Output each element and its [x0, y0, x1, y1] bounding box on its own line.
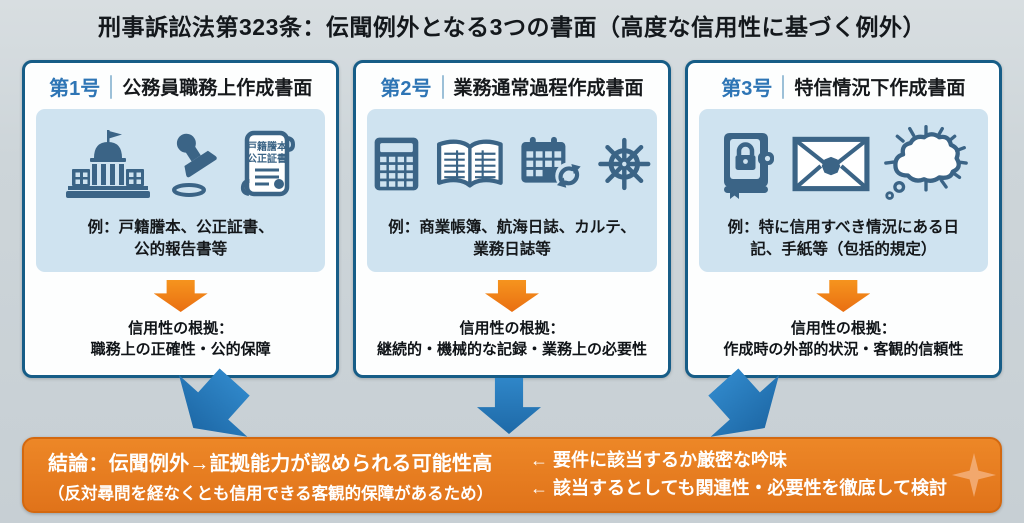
calculator-icon	[374, 137, 419, 191]
card-clause-2: 第2号 業務通常過程作成書面	[353, 60, 671, 378]
page-title: 刑事訴訟法第323条：伝聞例外となる3つの書面（高度な信用性に基づく例外）	[98, 14, 926, 40]
card-2-header: 第2号 業務通常過程作成書面	[356, 63, 667, 107]
card-1-icon-row: 戸籍謄本 公正証書	[40, 115, 321, 213]
clause-3-title: 特信情況下作成書面	[794, 78, 966, 99]
government-building-icon	[65, 130, 150, 198]
card-3-icon-row	[703, 115, 984, 213]
conclusion-right: ← 要件に該当するか厳密な吟味 ← 該当するとしても関連性・必要性を徹底して検討	[530, 447, 976, 503]
ledger-book-icon	[437, 139, 504, 188]
flow-arrow-down-icon	[477, 378, 541, 434]
conclusion-band: 結論：伝聞例外→証拠能力が認められる可能性高 （反対尋問を経なくとも信用できる客…	[22, 437, 1002, 513]
card-3-header: 第3号 特信情況下作成書面	[688, 63, 999, 107]
conclusion-sub-text: （反対尋問を経なくとも信用できる客観的保障があるため）	[48, 484, 494, 503]
cards-row: 第1号 公務員職務上作成書面	[22, 60, 1002, 378]
card-clause-3: 第3号 特信情況下作成書面	[684, 60, 1002, 378]
sealed-letter-icon	[792, 136, 870, 192]
clause-1-title: 公務員職務上作成書面	[122, 78, 313, 99]
caveat-line-2: ← 該当するとしても関連性・必要性を徹底して検討	[530, 478, 948, 498]
card-1-example-text: 例：戸籍謄本、公正証書、 公的報告書等	[87, 219, 274, 259]
header-divider	[782, 74, 785, 99]
card-3-example-panel: 例：特に信用すべき情況にある日 記、手紙等（包括的規定）	[698, 109, 988, 272]
clause-1-number: 第1号	[49, 78, 101, 100]
card-2-example-panel: 例：商業帳簿、航海日誌、カルテ、 業務日誌等	[367, 109, 657, 272]
down-arrow-orange-icon	[816, 279, 871, 312]
card-3-example-text: 例：特に信用すべき情況にある日 記、手紙等（包括的規定）	[727, 219, 960, 259]
card-1-header: 第1号 公務員職務上作成書面	[25, 63, 336, 107]
card-2-example-text: 例：商業帳簿、航海日誌、カルテ、 業務日誌等	[388, 219, 636, 259]
stamp-icon	[171, 133, 217, 197]
card-3-basis-text: 信用性の根拠： 作成時の外部的状況・客観的信頼性	[723, 319, 964, 358]
scroll-text-line2: 公正証書	[247, 152, 287, 165]
card-2-basis-text: 信用性の根拠： 継続的・機械的な記録・業務上の必要性	[376, 319, 647, 358]
conclusion-main-text: 結論：伝聞例外→証拠能力が認められる可能性高	[48, 452, 493, 475]
header-divider	[441, 74, 444, 99]
clause-2-number: 第2号	[380, 78, 432, 100]
header-divider	[110, 74, 113, 99]
card-1-example-panel: 戸籍謄本 公正証書 例：戸籍謄本、公正証書、 公的報告書等	[36, 109, 326, 272]
certificate-scroll-icon: 戸籍謄本 公正証書	[240, 130, 295, 197]
locked-diary-icon	[724, 133, 775, 199]
conclusion-left: 結論：伝聞例外→証拠能力が認められる可能性高 （反対尋問を経なくとも信用できる客…	[48, 447, 516, 504]
scroll-text-line1: 戸籍謄本	[247, 140, 288, 153]
thought-cloud-icon	[884, 125, 969, 200]
ship-wheel-icon	[598, 137, 651, 191]
clause-2-title: 業務通常過程作成書面	[453, 78, 644, 99]
calendar-repeat-icon	[521, 136, 583, 190]
caveat-line-1: ← 要件に該当するか厳密な吟味	[530, 450, 787, 471]
card-2-icon-row	[371, 115, 652, 213]
down-arrow-orange-icon	[153, 279, 208, 312]
card-clause-1: 第1号 公務員職務上作成書面	[22, 60, 340, 378]
card-1-basis-text: 信用性の根拠： 職務上の正確性・公的保障	[90, 319, 271, 358]
down-arrow-orange-icon	[484, 279, 539, 312]
clause-3-number: 第3号	[721, 78, 773, 100]
